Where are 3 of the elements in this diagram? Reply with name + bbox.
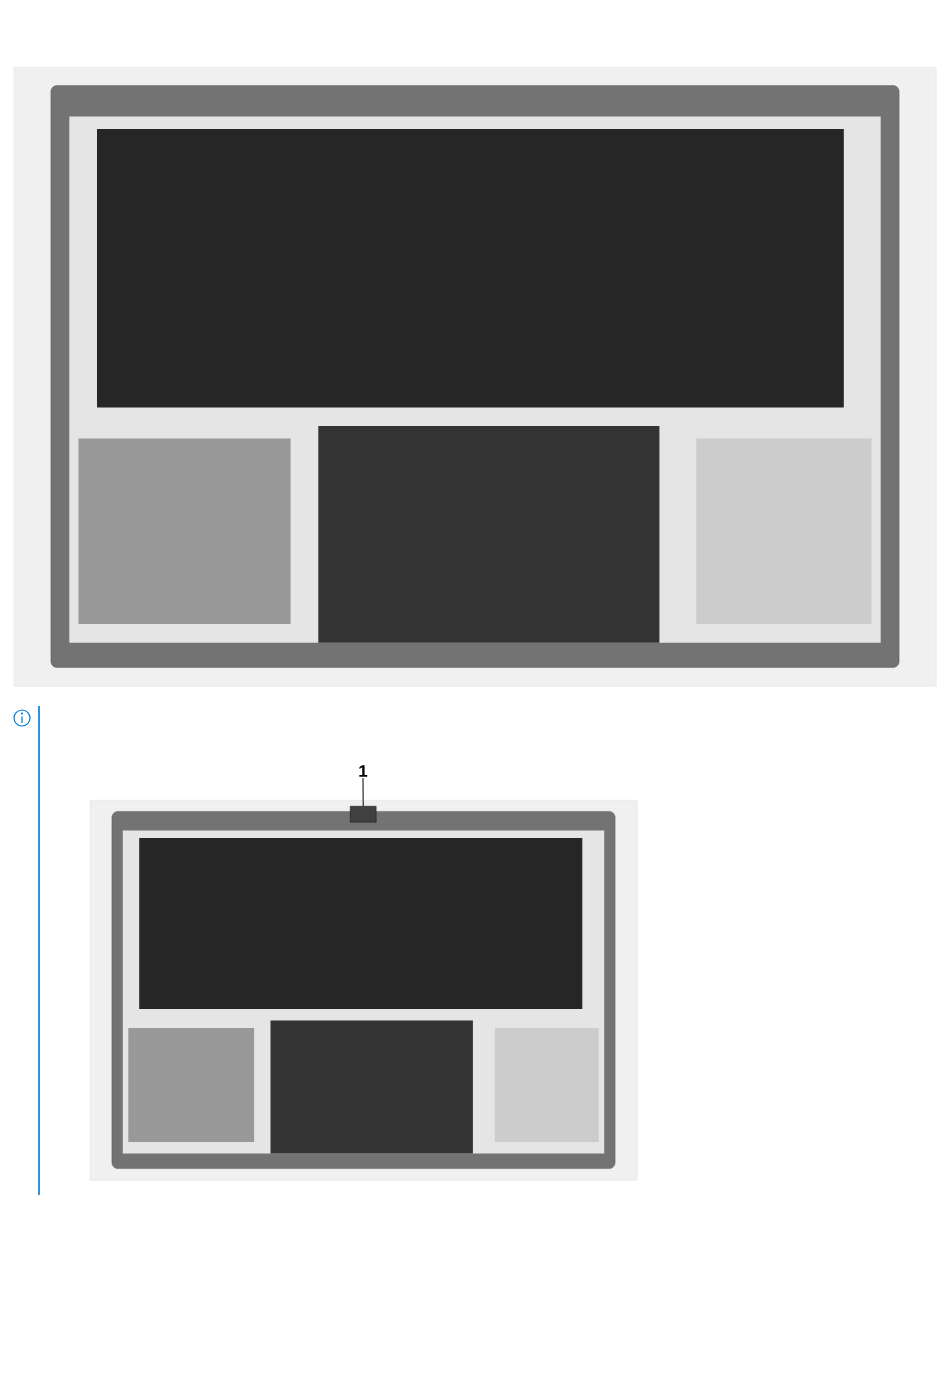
leader-line [362,777,364,807]
antenna-part [350,806,377,823]
callout-number: 1 [359,765,368,777]
